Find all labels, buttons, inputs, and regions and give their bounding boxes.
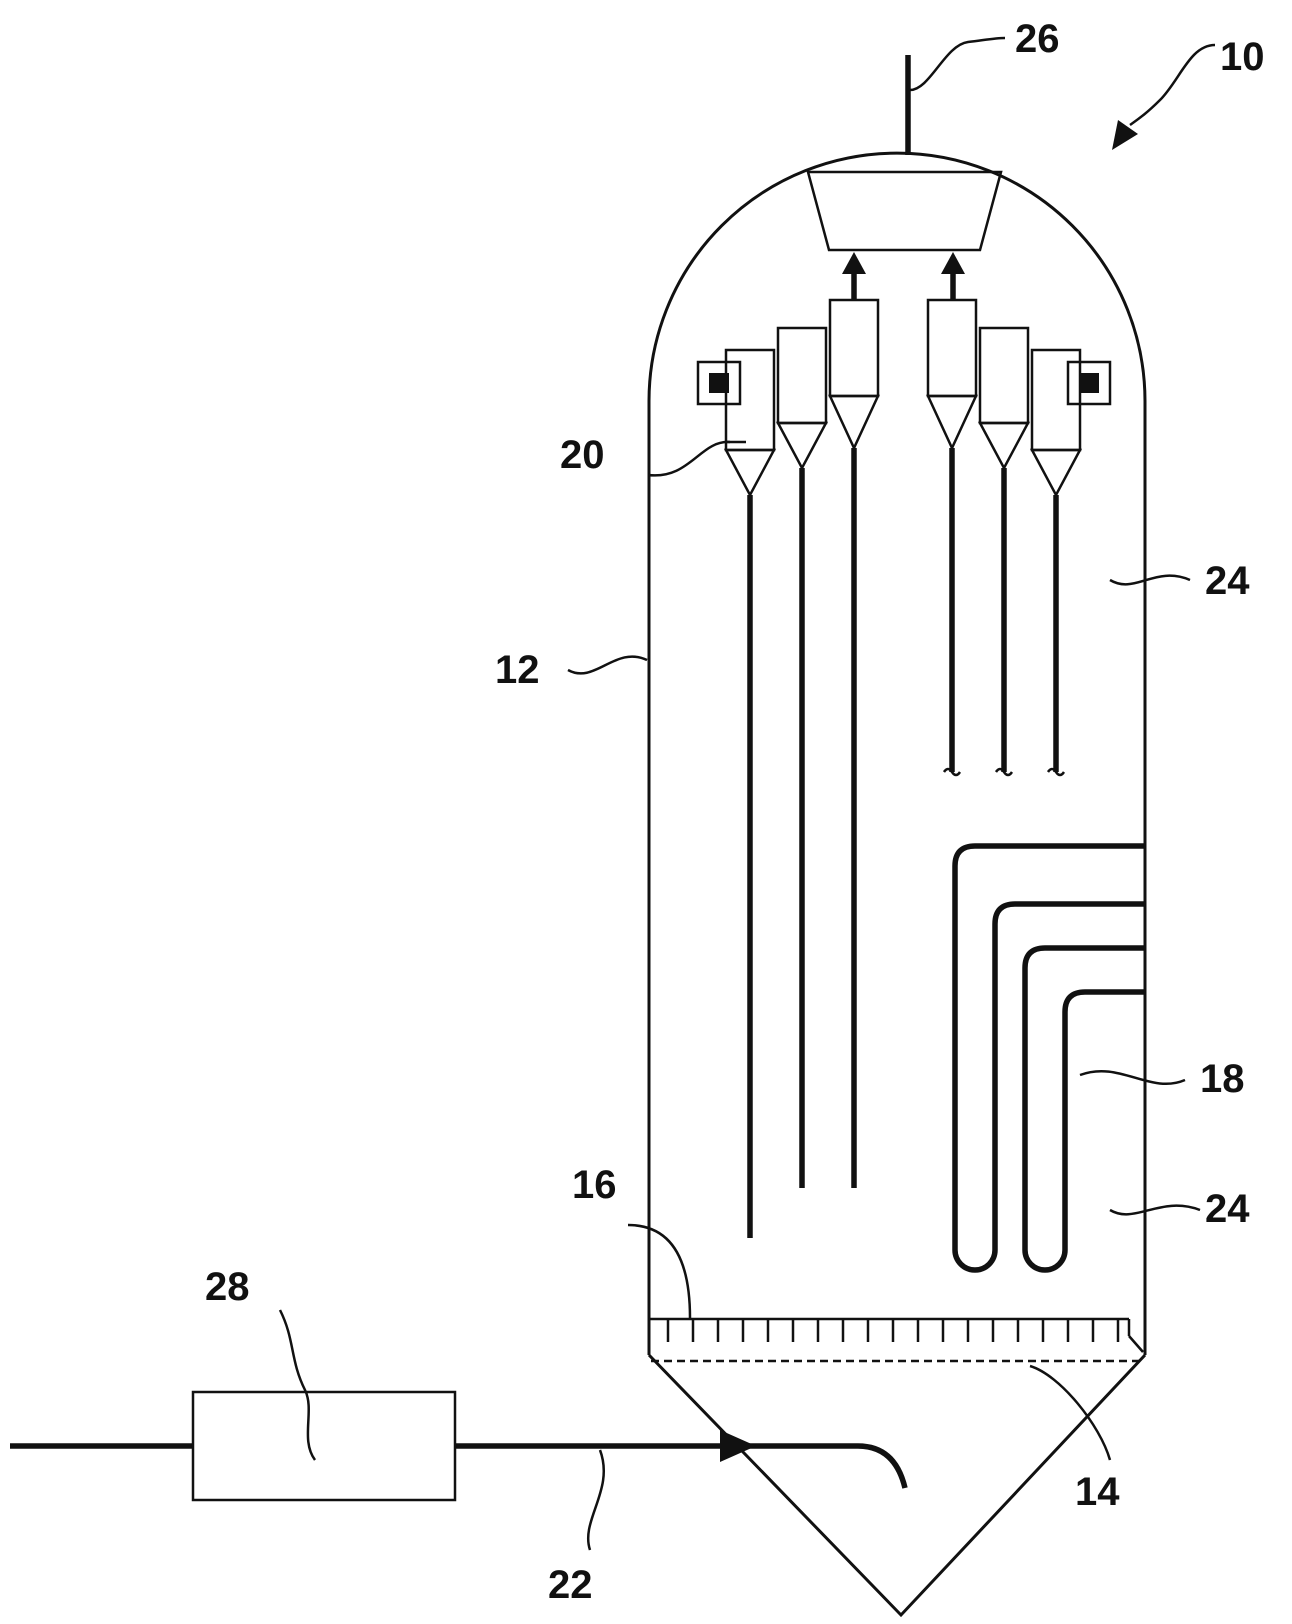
heat-exchange-tubes [955, 846, 1145, 1270]
label-16: 16 [572, 1163, 617, 1207]
label-26: 26 [1015, 17, 1060, 61]
label-14: 14 [1075, 1470, 1120, 1514]
label-28: 28 [205, 1265, 250, 1309]
plenum-chamber [808, 172, 1001, 250]
leader-20 [648, 442, 730, 476]
label-22: 22 [548, 1563, 593, 1607]
leader-24-lower [1110, 1206, 1200, 1215]
feed-unit-box [193, 1392, 455, 1500]
label-20: 20 [560, 433, 605, 477]
inlet-box-right [1068, 362, 1110, 404]
leader-18 [1080, 1071, 1185, 1084]
label-10: 10 [1220, 35, 1265, 79]
leader-24-upper [1110, 576, 1190, 585]
leader-12 [568, 657, 647, 674]
leader-28 [280, 1310, 315, 1460]
up-arrow-right [941, 252, 965, 300]
leader-10 [1130, 45, 1215, 125]
flow-arrowhead [720, 1430, 756, 1462]
arrow-10-head [1112, 120, 1138, 150]
reactor-vessel-shell [649, 153, 1145, 1355]
leader-22 [588, 1450, 604, 1550]
up-arrow-left [842, 252, 866, 300]
distributor-nozzles [649, 1319, 1143, 1352]
leader-16 [628, 1225, 690, 1318]
inlet-box-left [698, 362, 740, 404]
leader-26 [910, 38, 1005, 90]
cyclone-group-left [726, 300, 878, 1238]
label-24-upper: 24 [1205, 559, 1250, 603]
leader-14 [1030, 1366, 1110, 1460]
label-12: 12 [495, 648, 540, 692]
cyclone-group-right [928, 300, 1080, 775]
label-18: 18 [1200, 1057, 1245, 1101]
label-24-lower: 24 [1205, 1187, 1250, 1231]
